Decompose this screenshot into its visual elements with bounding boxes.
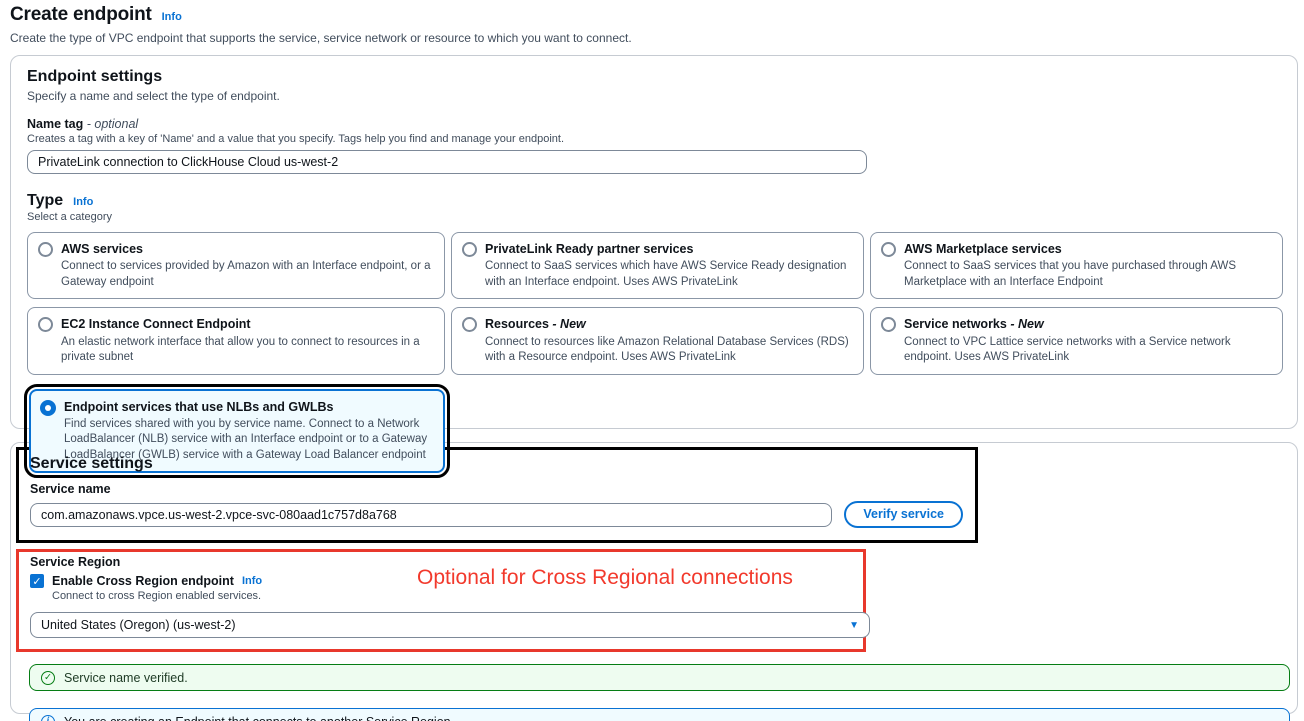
page-header: Create endpoint Info Create the type of … (10, 4, 1296, 45)
tile-label: AWS Marketplace services (904, 242, 1062, 256)
name-tag-label: Name tag - optional (27, 117, 139, 131)
radio-icon[interactable] (462, 242, 477, 257)
annotation-box-service-settings: Service settings Service name Verify ser… (16, 447, 978, 543)
cross-region-info-link[interactable]: Info (241, 575, 263, 587)
type-option-privatelink-partner-services[interactable]: PrivateLink Ready partner services Conne… (451, 232, 864, 300)
tile-description: Connect to resources like Amazon Relatio… (485, 335, 849, 364)
radio-checked-icon[interactable] (40, 399, 56, 416)
success-check-icon: ✓ (41, 670, 55, 685)
new-badge: - New (552, 317, 586, 332)
endpoint-settings-panel: Endpoint settings Specify a name and sel… (10, 55, 1298, 479)
tile-description: Find services shared with you by service… (64, 417, 428, 461)
service-settings-title: Service settings (30, 455, 153, 472)
page-title: Create endpoint (10, 4, 152, 25)
type-option-service-networks[interactable]: Service networks - New Connect to VPC La… (870, 307, 1283, 375)
verify-service-button[interactable]: Verify service (844, 501, 963, 528)
tile-label: AWS services (61, 242, 143, 256)
tile-label: EC2 Instance Connect Endpoint (61, 317, 251, 332)
radio-icon[interactable] (462, 317, 477, 333)
name-tag-input[interactable] (27, 150, 867, 174)
tile-description: An elastic network interface that allow … (61, 335, 420, 364)
type-options-grid: AWS services Connect to services provide… (24, 232, 1283, 479)
type-subtitle: Select a category (27, 211, 112, 223)
annotation-box-service-region: Service Region ✓ Enable Cross Region end… (16, 549, 870, 652)
type-title: Type (27, 192, 64, 209)
type-option-endpoint-services-nlb-gwlb[interactable]: Endpoint services that use NLBs and GWLB… (24, 383, 450, 479)
tile-description: Connect to VPC Lattice service networks … (904, 335, 1231, 364)
service-name-input[interactable] (30, 502, 833, 527)
type-info-link[interactable]: Info (73, 196, 94, 208)
type-option-resources[interactable]: Resources - New Connect to resources lik… (451, 307, 864, 375)
tile-description: Connect to SaaS services which have AWS … (485, 260, 847, 288)
tile-label: Endpoint services that use NLBs and GWLB… (64, 399, 334, 414)
service-settings-panel: Service settings Service name Verify ser… (10, 442, 1298, 721)
success-alert-text: Service name verified. (64, 670, 188, 685)
cross-region-description: Connect to cross Region enabled services… (52, 590, 262, 602)
name-tag-description: Creates a tag with a key of 'Name' and a… (27, 133, 565, 145)
annotation-text-cross-regional: Optional for Cross Regional connections (417, 566, 793, 589)
endpoint-settings-subtitle: Specify a name and select the type of en… (27, 89, 280, 103)
type-option-aws-marketplace-services[interactable]: AWS Marketplace services Connect to SaaS… (870, 232, 1283, 300)
type-option-aws-services[interactable]: AWS services Connect to services provide… (27, 232, 445, 300)
info-alert-text: You are creating an Endpoint that connec… (64, 715, 451, 721)
new-badge: - New (1010, 317, 1044, 332)
radio-icon[interactable] (881, 317, 896, 333)
info-circle-icon: i (41, 714, 55, 721)
tile-description: Connect to SaaS services that you have p… (904, 260, 1236, 288)
service-region-label: Service Region (30, 555, 121, 569)
cross-region-checkbox[interactable]: ✓ (30, 574, 44, 588)
cross-region-checkbox-label: Enable Cross Region endpoint (52, 574, 234, 588)
service-region-select[interactable]: United States (Oregon) (us-west-2) ▼ (30, 612, 870, 638)
page-title-info-link[interactable]: Info (161, 11, 182, 23)
service-name-label: Service name (30, 482, 111, 496)
radio-icon[interactable] (38, 242, 53, 257)
radio-icon[interactable] (881, 242, 896, 257)
tile-description: Connect to services provided by Amazon w… (61, 260, 431, 288)
info-alert: i You are creating an Endpoint that conn… (29, 708, 1290, 721)
tile-label: Service networks - New (904, 317, 1044, 332)
page-subtitle: Create the type of VPC endpoint that sup… (10, 31, 632, 45)
tile-label: Resources - New (485, 317, 586, 332)
chevron-down-icon: ▼ (849, 619, 859, 631)
name-tag-optional-suffix: - optional (86, 117, 139, 131)
tile-label: PrivateLink Ready partner services (485, 242, 694, 256)
service-region-selected-value: United States (Oregon) (us-west-2) (41, 618, 236, 632)
type-option-ec2-instance-connect[interactable]: EC2 Instance Connect Endpoint An elastic… (27, 307, 445, 375)
success-alert: ✓ Service name verified. (29, 664, 1290, 691)
alerts-container: ✓ Service name verified. i You are creat… (29, 664, 1290, 721)
endpoint-settings-title: Endpoint settings (27, 68, 163, 85)
radio-icon[interactable] (38, 317, 53, 333)
